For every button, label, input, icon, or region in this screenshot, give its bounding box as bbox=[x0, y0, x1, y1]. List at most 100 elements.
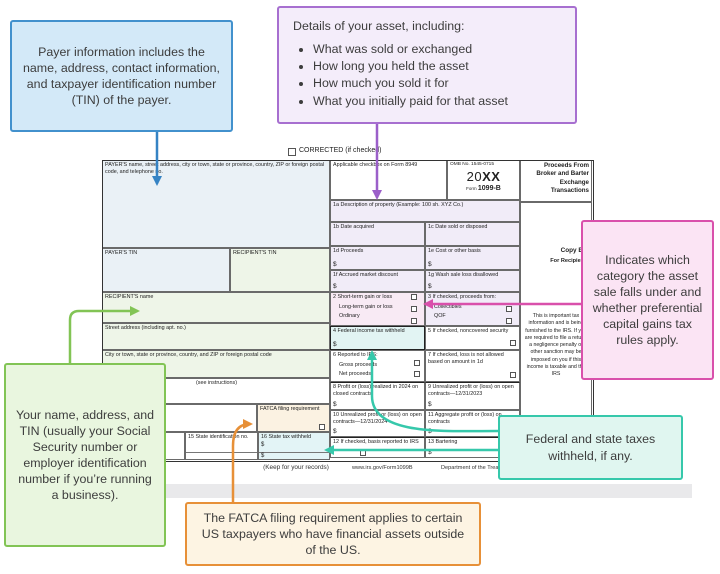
box-3-qof-checkbox[interactable] bbox=[506, 318, 512, 324]
callout-fatca-text: The FATCA filing requirement applies to … bbox=[201, 510, 465, 558]
omb-box: OMB No. 1545-0715 20XX Form 1099-B bbox=[447, 160, 520, 200]
recipients-tin-label: RECIPIENT'S TIN bbox=[233, 250, 277, 256]
street-address-label: Street address (including apt. no.) bbox=[105, 325, 186, 331]
box-8: 8 Profit or (loss) realized in 2024 on c… bbox=[330, 382, 425, 410]
corrected-checkbox[interactable] bbox=[288, 148, 296, 156]
box-1c: 1c Date sold or disposed bbox=[425, 222, 520, 246]
form-number-line: Form 1099-B bbox=[450, 185, 517, 194]
callout-payer-info: Payer information includes the name, add… bbox=[10, 20, 233, 132]
box-6-net-checkbox[interactable] bbox=[414, 371, 420, 377]
form-title-box: Proceeds From Broker and Barter Exchange… bbox=[520, 160, 592, 202]
box-7-label: 7 If checked, loss is not allowed based … bbox=[428, 352, 504, 365]
state-tax-withheld-box: 16 State tax withheld $ $ bbox=[258, 432, 330, 460]
asset-bullet-3: How much you sold it for bbox=[313, 75, 561, 91]
box-1d-label: 1d Proceeds bbox=[333, 248, 364, 254]
corrected-label: CORRECTED (if checked) bbox=[299, 147, 381, 154]
callout-asset-details: Details of your asset, including: What w… bbox=[277, 6, 577, 124]
state-id-label: 15 State identification no. bbox=[188, 434, 249, 440]
asset-bullet-2: How long you held the asset bbox=[313, 58, 561, 74]
box-1g-label: 1g Wash sale loss disallowed bbox=[428, 272, 499, 278]
state-tax-withheld-label: 16 State tax withheld bbox=[261, 434, 312, 440]
payers-tin-box: PAYER'S TIN bbox=[102, 248, 230, 292]
box-6-label: 6 Reported to IRS: bbox=[333, 352, 378, 358]
box-1a: 1a Description of property (Example: 100… bbox=[330, 200, 520, 222]
fatca-checkbox[interactable] bbox=[319, 424, 325, 430]
payers-tin-label: PAYER'S TIN bbox=[105, 250, 138, 256]
callout-withheld-text: Federal and state taxes withheld, if any… bbox=[525, 432, 656, 463]
box-1f-label: 1f Accrued market discount bbox=[333, 272, 399, 278]
callout-payer-text: Payer information includes the name, add… bbox=[23, 44, 220, 108]
city-label: City or town, state or province, country… bbox=[105, 352, 272, 358]
box-12-label: 12 If checked, basis reported to IRS bbox=[333, 439, 419, 445]
irs-website-text: www.irs.gov/Form1099B bbox=[352, 465, 413, 471]
box-13-dollar: $ bbox=[428, 449, 432, 457]
applicable-checkbox-label: Applicable checkbox on Form 8949 bbox=[333, 162, 418, 168]
box-12-checkbox[interactable] bbox=[360, 450, 366, 456]
box-3-qof-label: QOF bbox=[434, 313, 446, 320]
payer-info-label: PAYER'S name, street address, city or to… bbox=[105, 162, 325, 175]
box-4: 4 Federal income tax withheld $ bbox=[330, 326, 425, 350]
box-2-short-term-checkbox[interactable] bbox=[411, 294, 417, 300]
box-9: 9 Unrealized profit or (loss) on open co… bbox=[425, 382, 520, 410]
box-10: 10 Unrealized profit or (loss) on open c… bbox=[330, 410, 425, 437]
box-1e-dollar: $ bbox=[428, 261, 432, 269]
payer-info-box: PAYER'S name, street address, city or to… bbox=[102, 160, 330, 248]
box-5: 5 If checked, noncovered security bbox=[425, 326, 520, 350]
box-3-label: 3 If checked, proceeds from: bbox=[428, 294, 497, 300]
box-12: 12 If checked, basis reported to IRS bbox=[330, 437, 425, 458]
box-2-long-term-checkbox[interactable] bbox=[411, 306, 417, 312]
box-7-checkbox[interactable] bbox=[510, 372, 516, 378]
box-1d: 1d Proceeds $ bbox=[330, 246, 425, 270]
tax-year: 20XX bbox=[450, 169, 517, 185]
state-row-divider-2 bbox=[259, 452, 329, 453]
copy-b-label: Copy B bbox=[560, 247, 583, 254]
box-3-collectibles-checkbox[interactable] bbox=[506, 306, 512, 312]
fatca-label: FATCA filing requirement bbox=[260, 406, 320, 412]
box-1e: 1e Cost or other basis $ bbox=[425, 246, 520, 270]
box-2-short-term-label: 2 Short-term gain or loss bbox=[333, 294, 393, 300]
callout-fatca: The FATCA filing requirement applies to … bbox=[185, 502, 481, 566]
box-2-ordinary-checkbox[interactable] bbox=[411, 318, 417, 324]
callout-category: Indicates which category the asset sale … bbox=[581, 220, 714, 380]
box-10-label: 10 Unrealized profit or (loss) on open c… bbox=[333, 412, 422, 425]
page-shadow bbox=[100, 484, 692, 498]
box-2-long-term-label: Long-term gain or loss bbox=[339, 303, 393, 310]
asset-bullet-4: What you initially paid for that asset bbox=[313, 93, 561, 109]
box-6-gross-checkbox[interactable] bbox=[414, 360, 420, 366]
box-3-collectibles-label: Collectibles bbox=[434, 303, 462, 310]
corrected-text: CORRECTED (if checked) bbox=[299, 147, 382, 154]
box-1e-label: 1e Cost or other basis bbox=[428, 248, 481, 254]
box-7: 7 If checked, loss is not allowed based … bbox=[425, 350, 520, 382]
box-1c-label: 1c Date sold or disposed bbox=[428, 224, 488, 230]
form-number: 1099-B bbox=[477, 184, 501, 192]
year-prefix: 20 bbox=[466, 168, 483, 184]
applicable-checkbox-box: Applicable checkbox on Form 8949 bbox=[330, 160, 447, 200]
account-number-label: (see instructions) bbox=[196, 380, 238, 386]
state-tax-dollar-1: $ bbox=[261, 442, 265, 448]
callout-asset-title: Details of your asset, including: bbox=[293, 19, 465, 33]
recipients-tin-box: RECIPIENT'S TIN bbox=[230, 248, 330, 292]
state-id-box: 15 State identification no. bbox=[185, 432, 258, 460]
street-address-box: Street address (including apt. no.) bbox=[102, 323, 330, 350]
recipients-name-box: RECIPIENT'S name bbox=[102, 292, 330, 323]
irs-website-link[interactable]: www.irs.gov/Form1099B bbox=[352, 465, 413, 471]
box-4-dollar: $ bbox=[333, 341, 337, 349]
callout-asset-list: What was sold or exchanged How long you … bbox=[313, 41, 561, 109]
box-1g: 1g Wash sale loss disallowed $ bbox=[425, 270, 520, 292]
box-4-label: 4 Federal income tax withheld bbox=[333, 328, 405, 334]
box-1g-dollar: $ bbox=[428, 283, 432, 291]
state-row-divider bbox=[186, 452, 257, 453]
box-1f-dollar: $ bbox=[333, 283, 337, 291]
box-8-dollar: $ bbox=[333, 401, 337, 409]
callout-recipient-text: Your name, address, and TIN (usually you… bbox=[16, 407, 154, 503]
form-title: Proceeds From Broker and Barter Exchange… bbox=[536, 162, 589, 195]
keep-for-records-text: (Keep for your records) bbox=[263, 464, 329, 471]
box-6-net-label: Net proceeds bbox=[339, 371, 372, 378]
box-6-gross-label: Gross proceeds bbox=[339, 361, 378, 368]
asset-bullet-1: What was sold or exchanged bbox=[313, 41, 561, 57]
callout-withheld: Federal and state taxes withheld, if any… bbox=[498, 415, 683, 480]
box-5-checkbox[interactable] bbox=[510, 340, 516, 346]
year-xx: XX bbox=[482, 168, 501, 184]
box-1d-dollar: $ bbox=[333, 261, 337, 269]
